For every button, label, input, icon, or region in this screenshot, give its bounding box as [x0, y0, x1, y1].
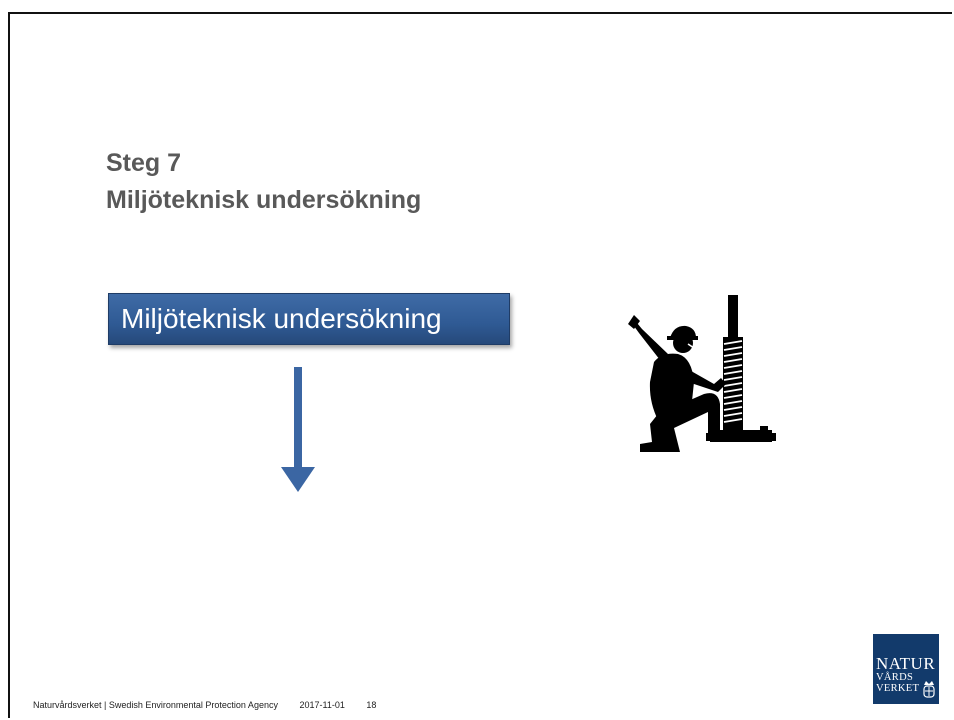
process-step-box: Miljöteknisk undersökning: [108, 293, 510, 345]
logo-line-3: VERKET: [876, 683, 920, 694]
footer-organization: Naturvårdsverket | Swedish Environmental…: [33, 700, 278, 710]
drilling-worker-icon: [628, 295, 776, 452]
down-arrow-icon: [281, 367, 315, 492]
slide-title: Steg 7 Miljöteknisk undersökning: [106, 145, 421, 219]
slide-frame: [8, 12, 952, 718]
footer-page-number: 18: [366, 700, 377, 710]
title-line-2: Miljöteknisk undersökning: [106, 186, 422, 214]
title-line-1: Steg 7: [106, 149, 182, 177]
naturvardsverket-logo: NATUR VÅRDS VERKET: [873, 634, 939, 704]
logo-line-2: VÅRDS: [876, 672, 914, 683]
crown-emblem-icon: [923, 681, 935, 698]
footer: Naturvårdsverket | Swedish Environmental…: [33, 700, 395, 710]
logo-line-1: NATUR: [876, 654, 936, 673]
footer-date: 2017-11-01: [299, 700, 345, 710]
